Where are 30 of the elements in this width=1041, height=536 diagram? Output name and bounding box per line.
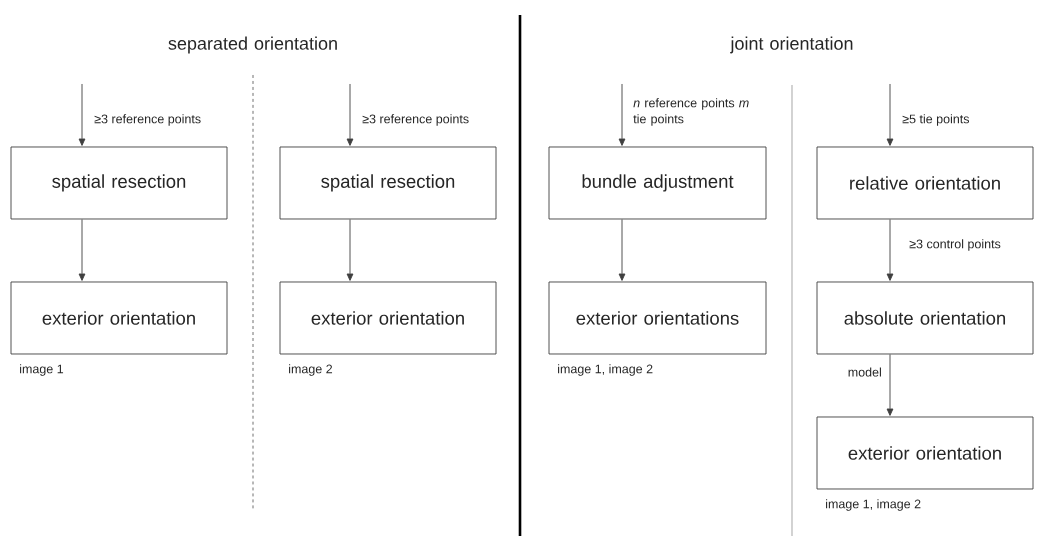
arrow — [886, 83, 894, 146]
edge-label: n reference points m tie points — [632, 97, 760, 127]
edge-label: ≥3 control points — [908, 238, 1002, 252]
process-box: exterior orientation — [279, 281, 497, 355]
arrow — [346, 83, 354, 146]
process-box: spatial resection — [10, 146, 228, 220]
arrow — [78, 219, 86, 281]
edge-label: ≥3 reference points — [361, 113, 471, 127]
edge-label: model — [846, 366, 883, 378]
edge-label: ≥3 reference points — [93, 113, 203, 127]
process-box: relative orientation — [816, 146, 1034, 220]
arrow — [346, 219, 354, 281]
process-box: exterior orientation — [10, 281, 228, 355]
edge-label: ≥5 tie points — [901, 113, 971, 127]
process-box: spatial resection — [279, 146, 497, 220]
process-box: bundle adjustment — [548, 146, 767, 220]
image-caption: image 1 — [20, 364, 64, 376]
arrow — [886, 354, 894, 416]
process-box: exterior orientation — [816, 416, 1034, 490]
image-caption: image 1, image 2 — [826, 499, 921, 511]
image-caption: image 1, image 2 — [558, 364, 653, 376]
process-box: exterior orientations — [548, 281, 767, 355]
arrow — [886, 219, 894, 281]
section-heading: joint orientation — [730, 36, 853, 54]
image-caption: image 2 — [289, 364, 333, 376]
arrow — [78, 83, 86, 146]
section-heading: separated orientation — [168, 36, 337, 54]
arrow — [618, 83, 626, 146]
arrow — [618, 219, 626, 281]
process-box: absolute orientation — [816, 281, 1034, 355]
